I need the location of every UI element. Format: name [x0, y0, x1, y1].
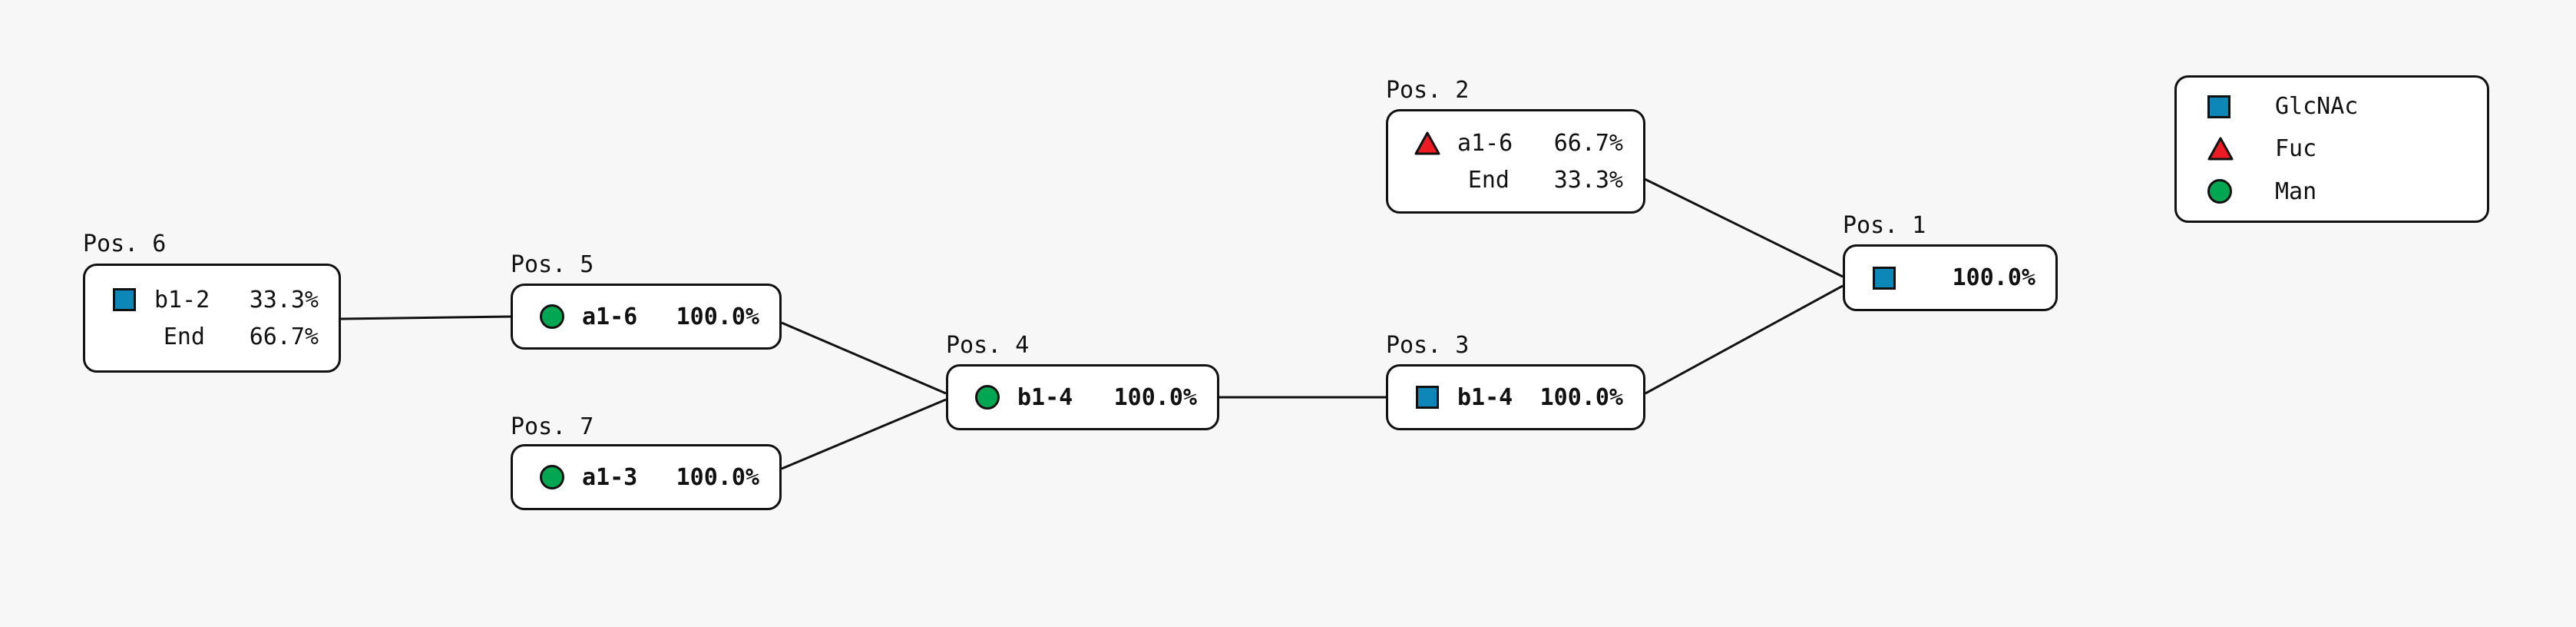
node-pos7[interactable]: a1-3 100.0%	[511, 444, 782, 510]
edge-pos3-pos1	[1645, 284, 1844, 395]
node-row: b1-4 100.0%	[1388, 379, 1643, 416]
percent-label: 33.3%	[1553, 166, 1623, 194]
node-row: End 33.3%	[1388, 161, 1643, 198]
linkage-label: End	[1467, 166, 1510, 194]
linkage-label: b1-2	[154, 286, 210, 314]
linkage-label: End	[163, 323, 205, 350]
node-pos5[interactable]: a1-6 100.0%	[511, 284, 782, 350]
percent-label: 100.0%	[676, 463, 759, 491]
linkage-label: a1-6	[1457, 129, 1513, 157]
percent-label: 66.7%	[1553, 129, 1623, 157]
circle-icon	[2207, 179, 2261, 204]
triangle-icon	[2207, 137, 2261, 161]
node-row: 100.0%	[1845, 260, 2055, 297]
node-pos6[interactable]: b1-2 33.3% End 66.7%	[83, 264, 341, 373]
linkage-label: b1-4	[1457, 383, 1513, 411]
node-pos1[interactable]: 100.0%	[1843, 244, 2058, 311]
circle-icon	[530, 304, 574, 329]
node-pos3[interactable]: b1-4 100.0%	[1386, 364, 1645, 430]
legend-label: GlcNAc	[2275, 93, 2359, 121]
node-row: a1-6 100.0%	[513, 298, 779, 335]
legend-item-man: Man	[2177, 171, 2487, 213]
node-row: End 66.7%	[85, 318, 339, 355]
circle-icon	[965, 385, 1010, 410]
square-icon	[1405, 386, 1450, 409]
node-caption-pos2: Pos. 2	[1386, 77, 1470, 104]
triangle-icon	[1405, 131, 1450, 155]
linkage-label: a1-3	[582, 463, 638, 491]
edge-pos6-pos5	[340, 315, 511, 320]
square-icon	[102, 288, 147, 311]
node-pos2[interactable]: a1-6 66.7% End 33.3%	[1386, 109, 1645, 214]
node-caption-pos7: Pos. 7	[511, 413, 594, 440]
linkage-label: b1-4	[1017, 383, 1073, 411]
percent-label: 100.0%	[1113, 383, 1197, 411]
node-row: b1-2 33.3%	[85, 281, 339, 318]
percent-label: 100.0%	[1952, 264, 2035, 291]
legend-label: Man	[2275, 177, 2317, 205]
edge-pos2-pos1	[1642, 177, 1844, 278]
linkage-label: a1-6	[582, 303, 638, 330]
node-caption-pos5: Pos. 5	[511, 251, 594, 278]
percent-label: 33.3%	[249, 286, 319, 314]
percent-label: 100.0%	[1539, 383, 1623, 411]
node-row: b1-4 100.0%	[948, 379, 1217, 416]
node-caption-pos6: Pos. 6	[83, 231, 167, 257]
percent-label: 66.7%	[249, 323, 319, 350]
node-pos4[interactable]: b1-4 100.0%	[946, 364, 1219, 430]
node-row: a1-3 100.0%	[513, 459, 779, 496]
legend-item-fuc: Fuc	[2177, 128, 2487, 170]
edge-pos7-pos4	[781, 398, 947, 470]
edge-pos5-pos4	[781, 321, 947, 395]
node-row: a1-6 66.7%	[1388, 124, 1643, 161]
node-caption-pos1: Pos. 1	[1843, 212, 1926, 239]
legend-panel: GlcNAc Fuc Man	[2174, 75, 2489, 223]
circle-icon	[530, 465, 574, 489]
percent-label: 100.0%	[676, 303, 759, 330]
square-icon	[1862, 266, 1906, 290]
node-caption-pos4: Pos. 4	[946, 332, 1030, 359]
legend-label: Fuc	[2275, 135, 2317, 163]
square-icon	[2207, 95, 2261, 118]
node-caption-pos3: Pos. 3	[1386, 332, 1470, 359]
legend-item-glcnac: GlcNAc	[2177, 85, 2487, 128]
